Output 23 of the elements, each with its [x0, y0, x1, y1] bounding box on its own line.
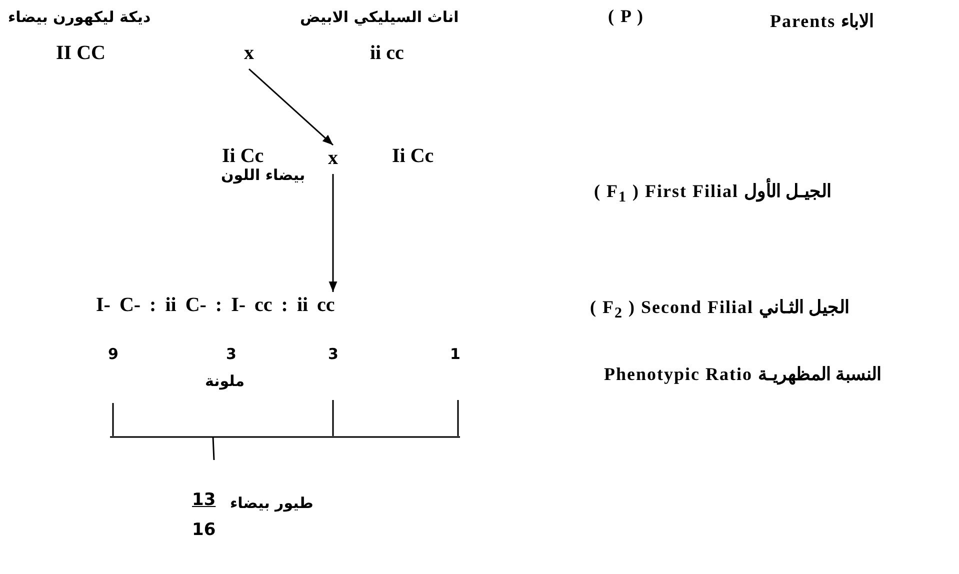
phenotype-label: ملونة — [205, 372, 245, 390]
edge-label: بيضاء اللون — [221, 166, 306, 184]
ratio-number: 1 — [450, 345, 460, 363]
fraction-denominator: 16 — [192, 520, 216, 540]
genotype: ii cc — [370, 42, 404, 65]
fraction-numerator: 13 — [192, 490, 216, 510]
genotype: Ii Cc — [222, 145, 264, 168]
ratio-number: 3 — [328, 345, 338, 363]
phenotypic-ratio-label: Phenotypic Ratio النسبة المظهريـة — [604, 363, 882, 385]
genotype: II CC — [56, 42, 106, 65]
generation-label: Parents الاباء — [770, 10, 874, 32]
cross-sign: x — [244, 42, 254, 65]
ratio-number: 3 — [226, 345, 236, 363]
genotype: Ii Cc — [392, 145, 434, 168]
arrow — [248, 68, 334, 146]
arrow — [328, 174, 338, 292]
parent-name: اناث السيليكي الابيض — [300, 8, 459, 26]
parent-name: ديكة ليكهورن بيضاء — [8, 8, 151, 26]
genotype-ratio: I- C- : ii C- : I- cc : ii cc — [96, 294, 335, 317]
phenotype-label: طيور بيضاء — [230, 494, 314, 512]
cross-sign: x — [328, 147, 338, 170]
generation-symbol: ( P ) — [608, 6, 644, 27]
ratio-number: 9 — [108, 345, 118, 363]
